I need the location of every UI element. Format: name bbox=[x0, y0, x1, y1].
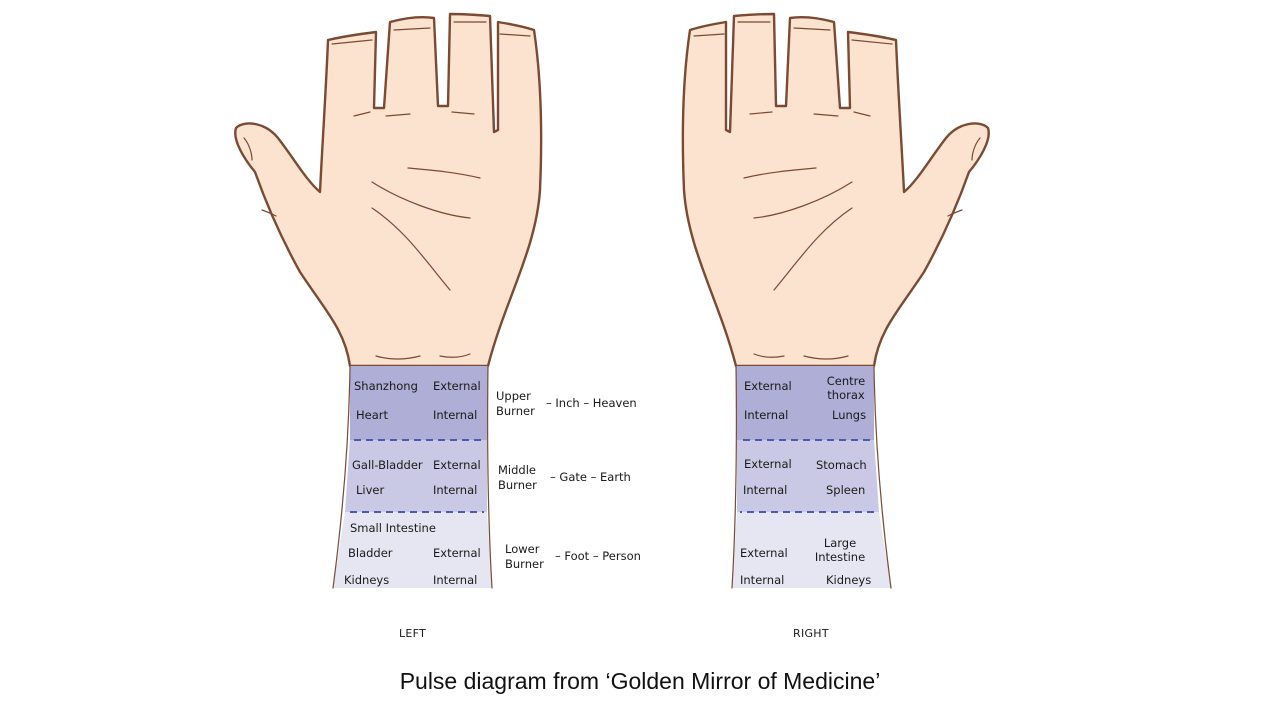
left-lower-organ-1: Bladder bbox=[348, 546, 393, 560]
lower-burner-label: Lower Burner bbox=[505, 542, 544, 572]
left-lower-layer-2: Internal bbox=[433, 573, 478, 587]
right-lower-organ-1-line-1: Large bbox=[823, 536, 857, 550]
upper-burner-label: Upper Burner bbox=[496, 389, 535, 419]
right-hand bbox=[681, 12, 990, 589]
middle-burner-label: Middle Burner bbox=[498, 463, 537, 493]
left-upper-layer-1: External bbox=[433, 379, 481, 393]
middle-burner-association: – Gate – Earth bbox=[550, 470, 631, 484]
right-middle-organ-1: Stomach bbox=[816, 458, 867, 472]
lower-burner-line-2: Burner bbox=[505, 557, 544, 571]
right-lower-organ-2: Kidneys bbox=[826, 573, 872, 587]
left-lower-layer-1: External bbox=[433, 546, 481, 560]
left-side-label: LEFT bbox=[399, 627, 427, 640]
right-upper-organ-1-line-1: Centre bbox=[826, 374, 866, 388]
left-middle-organ-1: Gall-Bladder bbox=[352, 458, 423, 472]
right-lower-layer-2: Internal bbox=[740, 573, 785, 587]
left-lower-organ-2: Kidneys bbox=[344, 573, 390, 587]
right-upper-organ-1: Centre thorax bbox=[814, 374, 878, 402]
middle-burner-line-2: Burner bbox=[498, 478, 537, 492]
figure-caption: Pulse diagram from ‘Golden Mirror of Med… bbox=[399, 668, 881, 694]
right-middle-organ-2: Spleen bbox=[826, 483, 866, 497]
left-upper-layer-2: Internal bbox=[433, 408, 478, 422]
right-side-label: RIGHT bbox=[793, 627, 829, 640]
left-middle-layer-1: External bbox=[433, 458, 481, 472]
right-upper-layer-1: External bbox=[744, 379, 792, 393]
right-lower-organ-1-line-2: Intestine bbox=[814, 550, 866, 564]
lower-burner-line-1: Lower bbox=[505, 542, 540, 556]
right-upper-organ-2: Lungs bbox=[832, 408, 867, 422]
right-lower-layer-1: External bbox=[740, 546, 788, 560]
upper-burner-association: – Inch – Heaven bbox=[546, 396, 637, 410]
left-upper-organ-2: Heart bbox=[356, 408, 389, 422]
left-hand bbox=[234, 12, 543, 589]
right-upper-organ-1-line-2: thorax bbox=[827, 388, 865, 402]
left-middle-layer-2: Internal bbox=[433, 483, 478, 497]
right-lower-organ-1: Large Intestine bbox=[808, 536, 872, 564]
right-upper-layer-2: Internal bbox=[744, 408, 789, 422]
upper-burner-line-1: Upper bbox=[496, 389, 531, 403]
middle-burner-line-1: Middle bbox=[498, 463, 536, 477]
right-middle-layer-1: External bbox=[744, 457, 792, 471]
left-lower-extra: Small Intestine bbox=[350, 521, 436, 535]
right-middle-layer-2: Internal bbox=[743, 483, 788, 497]
left-middle-organ-2: Liver bbox=[356, 483, 385, 497]
left-upper-organ-1: Shanzhong bbox=[354, 379, 418, 393]
upper-burner-line-2: Burner bbox=[496, 404, 535, 418]
lower-burner-association: – Foot – Person bbox=[555, 549, 641, 563]
